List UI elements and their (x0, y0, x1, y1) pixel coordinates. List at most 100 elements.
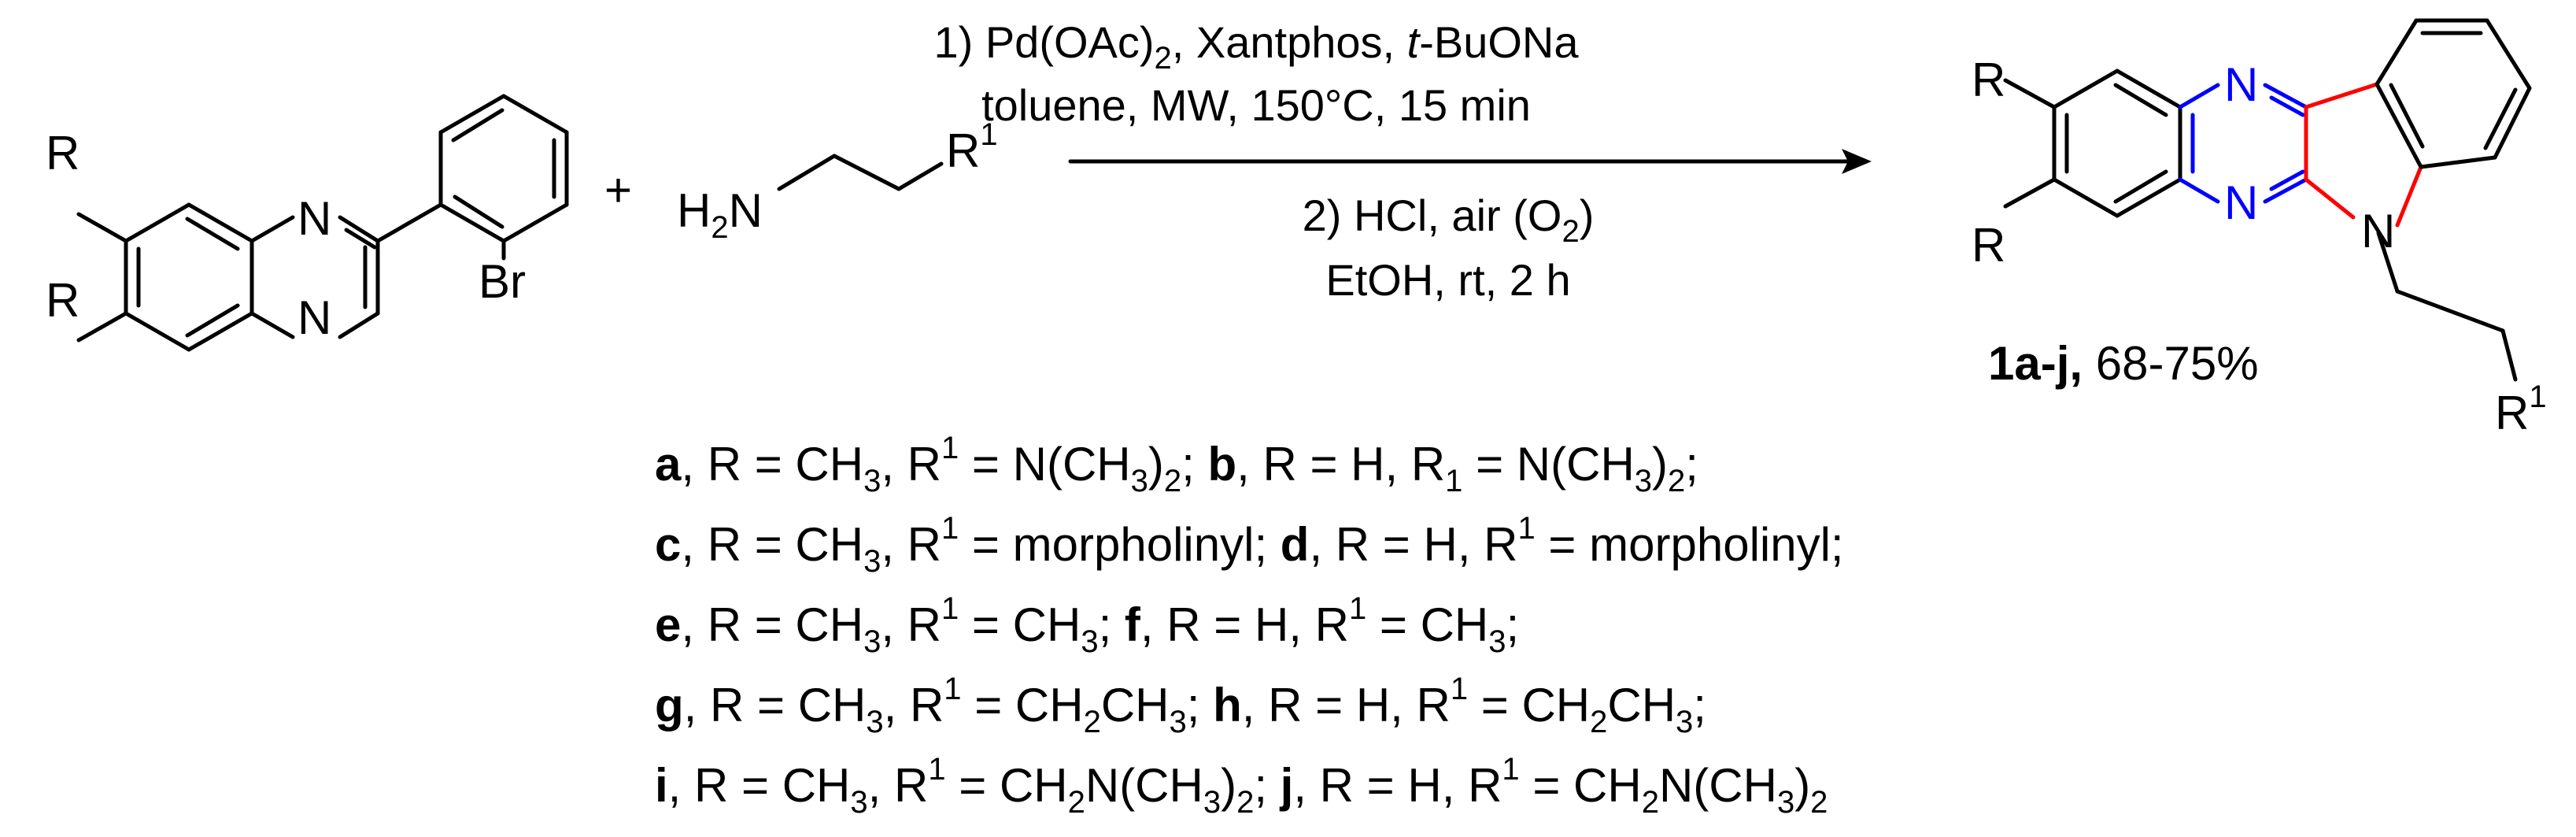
text: ; (1506, 598, 1520, 651)
nitrogen-label: N (2224, 58, 2258, 111)
bond (124, 311, 191, 352)
subscript: 3 (1203, 785, 1221, 820)
condition-line-3: 2) HCl, air (O2) (1303, 191, 1595, 249)
text: , R = H, R (1293, 759, 1502, 812)
reactant-amine: H2N R1 (677, 117, 998, 245)
bond (375, 202, 443, 243)
subscript: 3 (850, 785, 867, 820)
subscript: 3 (1488, 624, 1506, 659)
compound-letter: b (1207, 438, 1236, 491)
text: , R = CH (681, 438, 863, 491)
bond-double (185, 217, 240, 251)
superscript: 1 (1451, 672, 1468, 706)
subscript: 3 (1777, 785, 1794, 820)
bond-double (453, 194, 504, 229)
bond (2485, 18, 2532, 91)
text: , R = CH (668, 759, 851, 812)
text-italic: t (1407, 17, 1421, 67)
nitrogen-label: N (2361, 205, 2395, 257)
subscript: 3 (863, 464, 881, 498)
r1-label: R1 (946, 117, 998, 177)
yield: 68-75% (2083, 337, 2258, 390)
text: = CH (959, 598, 1081, 651)
bond (777, 154, 837, 191)
compound-label: 1a-j, 68-75% (1988, 337, 2259, 390)
text: , R (881, 518, 941, 571)
superscript: 1 (980, 117, 997, 152)
subscript: 2 (711, 210, 728, 245)
r-label: R (46, 274, 79, 327)
bond-double (2113, 169, 2168, 204)
text: ; (1254, 759, 1280, 812)
text: , R = H, R (1309, 518, 1517, 571)
r-text: R (2495, 387, 2529, 439)
compound-id: 1a-j, (1988, 337, 2083, 390)
bond-double (451, 108, 504, 143)
nitrogen-label: N (729, 184, 763, 237)
superscript: 1 (941, 511, 959, 546)
bond (249, 311, 295, 339)
bond (2052, 177, 2120, 218)
bond (187, 202, 254, 243)
text: ) (1794, 759, 1810, 812)
bond-double (2483, 87, 2518, 150)
text: , R (881, 438, 941, 491)
subscript: 2 (1668, 464, 1685, 498)
bond-blue (2178, 83, 2220, 109)
subscript: 2 (1084, 705, 1101, 739)
text: , Xantphos, (1172, 17, 1407, 67)
text: ; (1693, 679, 1706, 731)
bond (124, 202, 191, 243)
compound-letter: f (1125, 598, 1141, 651)
plus-sign: + (604, 164, 632, 217)
subscript: 2 (1590, 705, 1607, 739)
bond (2493, 86, 2532, 160)
bond-blue (2263, 83, 2308, 109)
text: CH (1101, 679, 1170, 731)
bond (438, 94, 506, 135)
superscript: 1 (941, 431, 959, 465)
subscript: 3 (1081, 624, 1098, 659)
text: N(CH (1085, 759, 1203, 812)
r-label: R (1972, 219, 2005, 272)
superscript: 1 (1502, 752, 1519, 787)
bond (2500, 328, 2518, 382)
bond-red (2304, 177, 2356, 220)
substituent-legend: a, R = CH3, R1 = N(CH3)2; b, R = H, R1 =… (655, 431, 1844, 820)
reactant-bromophenyl-quinoxaline: R R N N Br (46, 94, 569, 352)
text: N(CH (1659, 759, 1777, 812)
text: -BuONa (1419, 17, 1579, 67)
legend-line-1: a, R = CH3, R1 = N(CH3)2; b, R = H, R1 =… (655, 431, 1698, 498)
bond (2375, 18, 2419, 87)
text: ; (1099, 598, 1125, 651)
bond (76, 311, 128, 343)
subscript: 3 (1676, 705, 1693, 739)
subscript: 2 (1236, 785, 1254, 820)
text: = CH (1520, 759, 1642, 812)
bond (2375, 82, 2423, 169)
text: , R (881, 598, 941, 651)
text: , R = H, R (1140, 598, 1349, 651)
bond-double (2389, 83, 2425, 149)
compound-letter: c (655, 518, 681, 571)
bond (2115, 177, 2182, 218)
text: ) (1652, 438, 1668, 491)
bond-double (2113, 83, 2168, 117)
bond (2003, 177, 2057, 209)
subscript: 1 (1445, 464, 1462, 498)
r-label: R (1972, 54, 2005, 106)
nitrogen-label: N (298, 291, 331, 344)
subscript: 2 (1155, 41, 1172, 76)
text: , R = CH (684, 679, 867, 731)
text: = N(CH (959, 438, 1130, 491)
bond-red (2395, 165, 2423, 228)
arrow-head (1842, 149, 1872, 174)
text: CH (1607, 679, 1676, 731)
bond (249, 215, 295, 243)
superscript: 1 (2529, 380, 2546, 414)
bond (832, 154, 901, 191)
compound-letter: a (655, 438, 682, 491)
subscript: 2 (1068, 785, 1085, 820)
nitrogen-label: N (2224, 176, 2258, 229)
